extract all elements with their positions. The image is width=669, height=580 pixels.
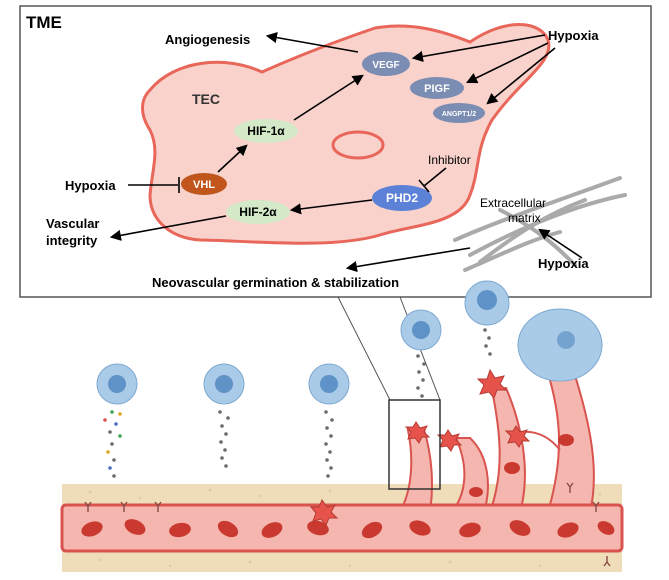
- arrow-vegf-angiogenesis: [265, 32, 359, 53]
- node-hif1a: HIF-1α: [234, 119, 298, 143]
- arrow-hypoxia-pigf: [465, 42, 549, 84]
- pigf-label: PIGF: [424, 83, 450, 95]
- inhibit-bar-phd2: [418, 179, 430, 193]
- tip-cell-3: [436, 429, 463, 452]
- vascular-label-line1: Vascular: [46, 216, 100, 231]
- germination-label: Neovascular germination & stabilization: [152, 275, 399, 290]
- vhl-label: VHL: [193, 179, 215, 191]
- node-angpt: ANGPT1/2: [433, 103, 485, 123]
- red-blood-cells: [81, 434, 615, 539]
- tip-cell-5: [504, 425, 531, 448]
- tumor-cluster-2: [203, 363, 245, 405]
- tumor-cluster-4: [400, 309, 442, 351]
- vascular-label-line2: integrity: [46, 233, 98, 248]
- tumor-cluster-5: [464, 280, 510, 326]
- inhibitor-label: Inhibitor: [428, 153, 471, 167]
- hif1a-label: HIF-1α: [247, 124, 285, 138]
- arrow-hif1a-vegf: [293, 74, 364, 121]
- tumor-cluster-1: [96, 363, 138, 405]
- arrow-ecm-germination: [345, 247, 471, 273]
- arrow-hypoxia-ecm: [538, 228, 583, 259]
- hif2a-label: HIF-2α: [239, 205, 277, 219]
- receptor-marks: [84, 482, 611, 567]
- tumor-cluster-3: [308, 363, 350, 405]
- angpt-label: ANGPT1/2: [442, 111, 476, 118]
- node-phd2: PHD2: [372, 185, 432, 211]
- zoom-line-left: [337, 296, 391, 401]
- ecm-label-line2: matrix: [508, 211, 541, 225]
- hypoxia-right-label: Hypoxia: [538, 256, 589, 271]
- tme-label: TME: [26, 13, 62, 32]
- arrow-hif2a-vascular: [109, 215, 227, 241]
- sprout-1: [398, 429, 433, 513]
- angiogenesis-label: Angiogenesis: [165, 32, 250, 47]
- secretion-dots: [103, 328, 492, 478]
- node-vegf: VEGF: [362, 52, 410, 76]
- phd2-label: PHD2: [386, 191, 418, 205]
- arrow-hypoxia-vegf: [411, 34, 546, 62]
- arrow-phd2-hif2a: [289, 199, 373, 215]
- tip-cell-4: [476, 368, 508, 399]
- tumor-clusters: [96, 280, 603, 405]
- tissue-texture: [88, 488, 602, 568]
- tip-cell-1: [309, 498, 339, 526]
- node-vhl: VHL: [181, 173, 227, 195]
- zoom-box: [388, 399, 441, 490]
- tumor-cluster-6: [517, 308, 603, 382]
- sprout-3: [488, 386, 526, 513]
- vegf-label: VEGF: [372, 60, 399, 71]
- inhibit-inhibitor-phd2: [423, 167, 447, 187]
- arrow-hypoxia-angpt: [486, 47, 556, 105]
- node-pigf: PIGF: [410, 77, 464, 99]
- hypoxia-left-label: Hypoxia: [65, 178, 116, 193]
- node-hif2a: HIF-2α: [226, 200, 290, 224]
- arrow-vhl-hif1a: [217, 144, 248, 173]
- tec-label: TEC: [192, 91, 220, 107]
- ecm-label-line1: Extracellular: [480, 196, 546, 210]
- tip-cell-2: [404, 421, 431, 444]
- pathway-arrows: [109, 32, 583, 273]
- blood-vessel: [60, 503, 624, 553]
- nucleus: [331, 130, 385, 160]
- hypoxia-top-label: Hypoxia: [548, 28, 599, 43]
